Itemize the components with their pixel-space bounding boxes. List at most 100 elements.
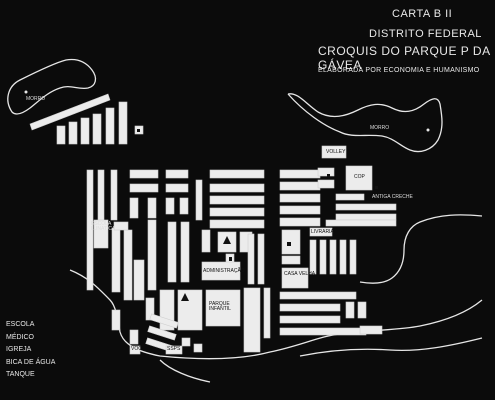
- block-20: [129, 183, 159, 193]
- block-62: [321, 145, 347, 159]
- block-18: [180, 221, 190, 283]
- block-32: [209, 207, 265, 217]
- block-51: [181, 337, 191, 347]
- label-antiga-creche: ANTIGA CRECHE: [372, 194, 413, 200]
- block-45: [145, 297, 155, 321]
- legend-item: BICA DE ÁGUA: [6, 358, 56, 366]
- map-district: DISTRITO FEDERAL: [369, 28, 482, 40]
- block-06: [118, 101, 128, 145]
- block-24: [165, 183, 189, 193]
- block-17: [167, 221, 177, 283]
- block-08: [86, 169, 94, 291]
- block-10: [110, 169, 118, 221]
- block-48: [149, 313, 179, 329]
- block-60: [317, 167, 335, 177]
- block-16: [147, 219, 157, 291]
- block-64: [335, 193, 365, 201]
- tank-marker-2: [375, 186, 378, 189]
- block-28: [201, 229, 211, 253]
- block-14: [133, 259, 145, 301]
- block-55: [279, 169, 321, 179]
- block-38: [257, 233, 265, 285]
- block-21: [129, 197, 139, 219]
- block-39: [201, 261, 241, 281]
- block-71: [309, 239, 317, 275]
- block-33: [209, 219, 265, 229]
- block-47: [129, 329, 139, 345]
- block-73: [329, 239, 337, 275]
- label-parque-infantil: PARQUE INFANTIL: [209, 301, 231, 312]
- block-22: [147, 197, 157, 219]
- legend-item: TANQUE: [6, 371, 35, 378]
- block-67: [325, 219, 397, 227]
- label-volley: VOLLEY: [326, 149, 346, 155]
- church-marker-2: [181, 293, 189, 301]
- river-curve: [159, 359, 211, 383]
- lower-road-curve: [299, 337, 483, 357]
- block-49: [147, 325, 177, 341]
- label-morro-left: MORRO: [26, 96, 46, 102]
- map-author: ELABORADA POR ECONOMIA E HUMANISMO: [318, 67, 480, 74]
- block-82: [357, 301, 367, 319]
- block-46: [111, 309, 121, 331]
- left-hill-dot: [24, 90, 28, 94]
- block-81: [345, 301, 355, 319]
- block-13: [123, 229, 133, 301]
- block-25: [165, 197, 175, 215]
- right-hill-dot: [426, 128, 430, 132]
- block-80: [279, 327, 367, 336]
- label-ssps: SSPS: [167, 346, 181, 352]
- block-02: [68, 121, 78, 145]
- block-37: [247, 233, 255, 285]
- water-marker: [229, 257, 232, 261]
- block-53: [129, 345, 141, 355]
- block-58: [279, 205, 321, 215]
- block-11: [93, 219, 109, 249]
- block-19: [129, 169, 159, 179]
- map-sheet-label: CARTA B II: [392, 8, 453, 20]
- label-casa-velha: CASA VELHA: [284, 271, 316, 277]
- block-72: [319, 239, 327, 275]
- label-morro-right: MORRO: [370, 125, 390, 131]
- doctor-marker: [287, 242, 291, 246]
- block-44: [263, 287, 271, 339]
- block-66: [335, 213, 397, 221]
- legend-item: ESCOLA: [6, 321, 35, 328]
- block-61: [317, 179, 335, 189]
- block-41: [177, 289, 203, 331]
- block-59: [279, 217, 321, 227]
- block-31: [209, 195, 265, 205]
- label-livraria: LIVRARIA: [311, 229, 334, 235]
- school-marker: [137, 129, 140, 132]
- label-cop: COP: [354, 174, 365, 180]
- block-77: [279, 291, 357, 300]
- block-15: [113, 221, 129, 231]
- tank-marker: [327, 174, 330, 177]
- block-70: [281, 255, 301, 265]
- map-legend: ESCOLA MÉDICO IGREJA BICA DE ÁGUA TANQUE: [6, 319, 55, 382]
- block-09: [97, 169, 105, 221]
- block-63: [345, 165, 373, 191]
- church-marker: [223, 236, 231, 244]
- label-administracao: ADMINISTRAÇÃO: [203, 268, 245, 274]
- map-title: CROQUIS DO PARQUE P DA GÁVEA: [318, 44, 490, 72]
- block-01: [56, 125, 66, 145]
- block-12: [111, 227, 121, 293]
- block-43: [243, 287, 261, 353]
- diagonal-building: [29, 93, 111, 131]
- block-79: [279, 315, 341, 324]
- legend-item: IGREJA: [6, 346, 32, 353]
- block-83: [359, 325, 383, 335]
- block-76: [281, 267, 309, 289]
- block-23: [165, 169, 189, 179]
- shoreline-curve: [69, 269, 483, 360]
- legend-item: MÉDICO: [6, 333, 34, 341]
- block-42: [205, 289, 241, 327]
- block-57: [279, 193, 321, 203]
- block-68: [309, 227, 333, 237]
- right-hill-outline: [287, 93, 443, 153]
- block-27: [195, 179, 203, 221]
- left-hill-outline: [7, 58, 97, 115]
